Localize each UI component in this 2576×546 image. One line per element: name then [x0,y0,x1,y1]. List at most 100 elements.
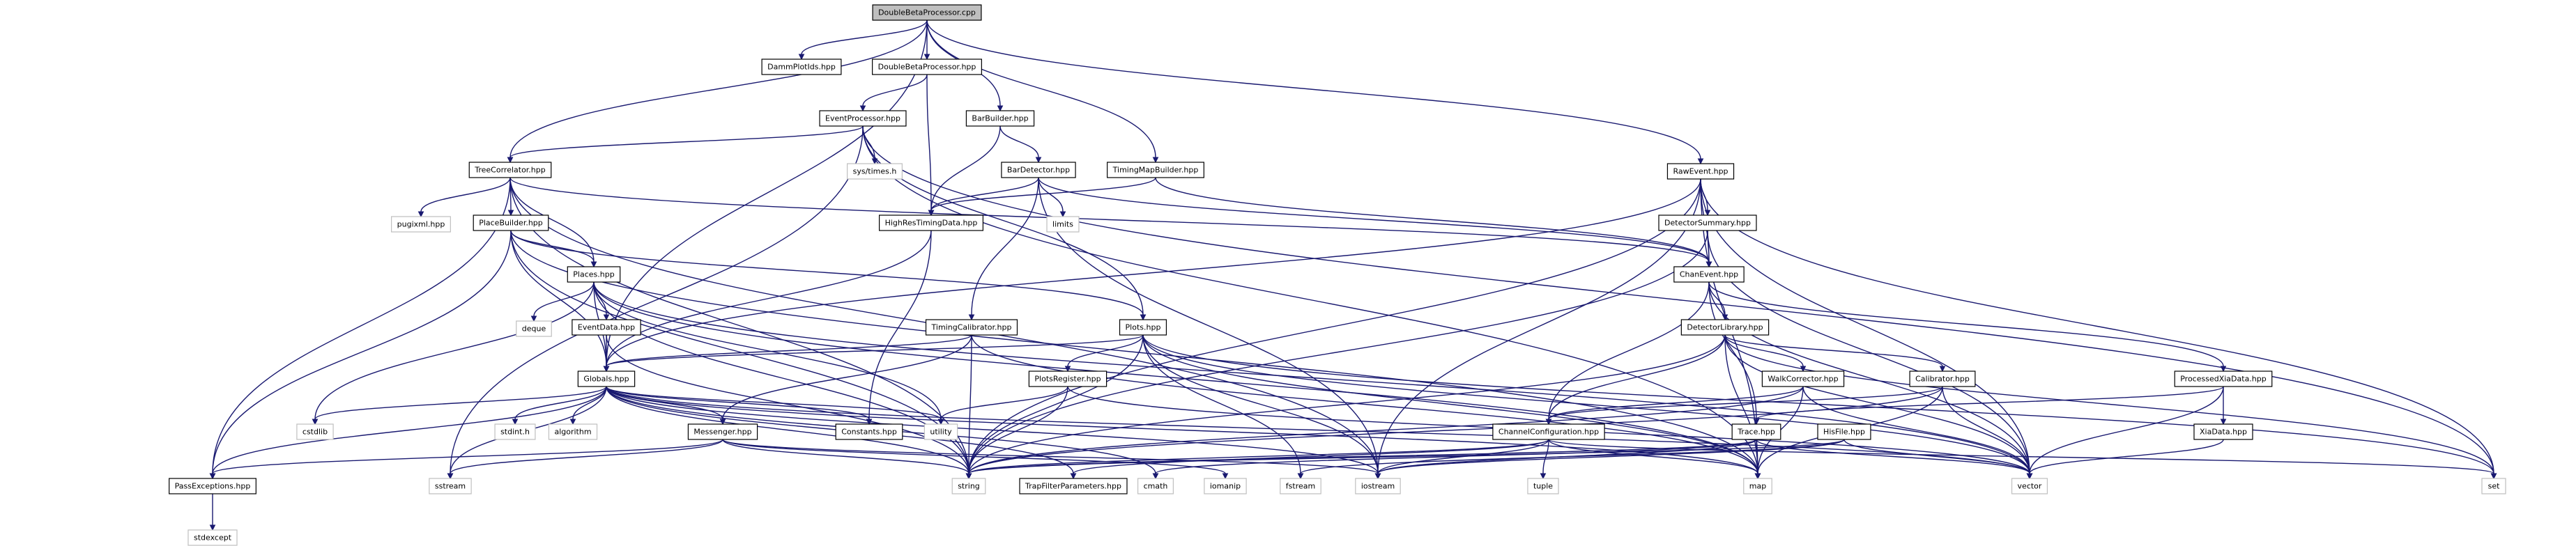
node-box [847,163,903,180]
edge-plotsreg-to-utility [940,386,1068,420]
node-placebuilder-hpp[interactable]: PlaceBuilder.hpp [473,214,549,231]
edge-detlib-to-walkc [1724,334,1804,367]
node-box [1107,162,1204,178]
node-box [965,110,1035,127]
node-label: limits [1052,220,1073,229]
node-label: XiaData.hpp [2200,428,2247,437]
edge-globals-to-string [606,386,969,474]
node-stdexcept: stdexcept [187,529,238,546]
node-iomanip: iomanip [1204,478,1247,494]
node-label: Trace.hpp [1737,428,1775,437]
node-box [391,216,451,233]
edge-places-to-utility [593,281,942,420]
node-detectorlibrary-hpp[interactable]: DetectorLibrary.hpp [1680,319,1770,336]
node-box [879,214,983,231]
node-channelconfiguration-hpp[interactable]: ChannelConfiguration.hpp [1492,423,1605,440]
node-barbuilder-hpp[interactable]: BarBuilder.hpp [965,110,1035,127]
edge-dbph-to-hrtd [926,74,932,211]
node-xiadata-hpp[interactable]: XiaData.hpp [2193,423,2253,440]
node-calibrator-hpp[interactable]: Calibrator.hpp [1909,370,1976,387]
edge-arrowhead [590,261,597,268]
node-box [2011,478,2048,494]
node-rawevent-hpp[interactable]: RawEvent.hpp [1666,163,1735,180]
node-box [1909,370,1976,387]
node-trace-hpp[interactable]: Trace.hpp [1731,423,1781,440]
node-box [687,423,758,440]
node-doublebetaprocessor-hpp[interactable]: DoubleBetaProcessor.hpp [872,58,982,75]
node-label: iomanip [1210,482,1241,491]
edge-chconf-to-tfp [1073,439,1549,474]
node-label: stdint.h [500,428,530,437]
node-messenger-hpp[interactable]: Messenger.hpp [687,423,758,440]
node-pugixml-hpp: pugixml.hpp [391,216,451,233]
node-globals-hpp[interactable]: Globals.hpp [577,370,636,387]
edge-proc-to-vector [2029,386,2224,474]
node-box [1280,478,1321,494]
edge-raw-to-iostream [1377,178,1701,474]
edge-messenger-to-sstream [450,439,723,474]
edge-arrowhead [1035,157,1042,164]
node-dammplotids-hpp[interactable]: DammPlotIds.hpp [761,58,842,75]
node-plots-hpp[interactable]: Plots.hpp [1119,319,1167,336]
edge-treec-to-pugi [420,177,511,212]
node-sys-times-h: sys/times.h [847,163,903,180]
edge-trace-to-string [968,439,1757,474]
node-label: DetectorLibrary.hpp [1687,323,1763,332]
edge-placeb-to-plots [510,230,1144,315]
node-passexceptions-hpp[interactable]: PassExceptions.hpp [169,478,256,494]
edge-arrowhead [507,157,514,164]
edge-walkc-to-vector [1802,386,2030,474]
edge-arrowhead [530,315,537,322]
node-chanevent-hpp[interactable]: ChanEvent.hpp [1673,266,1745,283]
node-treecorrelator-hpp[interactable]: TreeCorrelator.hpp [468,162,552,178]
node-box [1355,478,1401,494]
node-box [516,320,552,337]
node-box [1046,216,1080,233]
edge-places-to-vector [593,281,2030,474]
node-label: Calibrator.hpp [1915,375,1970,384]
edge-detlib-to-string [968,334,1726,474]
node-timingmapbuilder-hpp[interactable]: TimingMapBuilder.hpp [1107,162,1204,178]
node-label: map [1749,482,1766,491]
edge-root-to-globals [606,20,928,367]
node-eventprocessor-hpp[interactable]: EventProcessor.hpp [819,110,907,127]
edge-arrowhead [1374,473,1381,480]
node-box [473,214,549,231]
node-algorithm: algorithm [548,423,598,440]
node-label: vector [2018,482,2042,491]
node-hisfile-hpp[interactable]: HisFile.hpp [1817,423,1871,440]
node-trapfilterparameters-hpp[interactable]: TrapFilterParameters.hpp [1019,478,1128,494]
edge-proc-to-trace [1756,386,2224,420]
node-box [296,423,334,440]
edge-messenger-to-iomanip [722,439,1226,474]
node-constants-hpp[interactable]: Constants.hpp [835,423,903,440]
node-box [835,423,903,440]
node-utility: utility [923,423,958,440]
node-processedxiadata-hpp[interactable]: ProcessedXiaData.hpp [2174,370,2273,387]
edge-bard-to-hrtd [930,177,1039,211]
node-timingcalibrator-hpp[interactable]: TimingCalibrator.hpp [925,319,1018,336]
node-plotsregister-hpp[interactable]: PlotsRegister.hpp [1028,370,1107,387]
edge-messenger-to-passexc [212,439,723,474]
node-walkcorrector-hpp[interactable]: WalkCorrector.hpp [1761,370,1845,387]
node-box [872,58,982,75]
node-map: map [1743,478,1772,494]
node-box [1743,478,1772,494]
edge-dsum-to-string [968,230,1708,474]
node-detectorsummary-hpp[interactable]: DetectorSummary.hpp [1658,214,1757,231]
node-highrestimingdata-hpp[interactable]: HighResTimingData.hpp [879,214,983,231]
node-eventdata-hpp[interactable]: EventData.hpp [572,319,641,336]
node-label: tuple [1533,482,1553,491]
edge-barb-to-hrtd [930,125,1001,211]
node-bardetector-hpp[interactable]: BarDetector.hpp [1001,162,1076,178]
node-places-hpp[interactable]: Places.hpp [567,266,621,283]
node-doublebetaprocessor-cpp[interactable]: DoubleBetaProcessor.cpp [872,4,982,21]
edge-places-to-deque [533,281,595,317]
edge-arrowhead [798,54,805,61]
edge-arrowhead [1064,366,1071,373]
node-label: fstream [1286,482,1315,491]
edge-arrowhead [417,211,424,218]
edge-arrowhead [2490,473,2497,480]
edge-arrowhead [866,419,873,426]
node-box [872,4,982,21]
